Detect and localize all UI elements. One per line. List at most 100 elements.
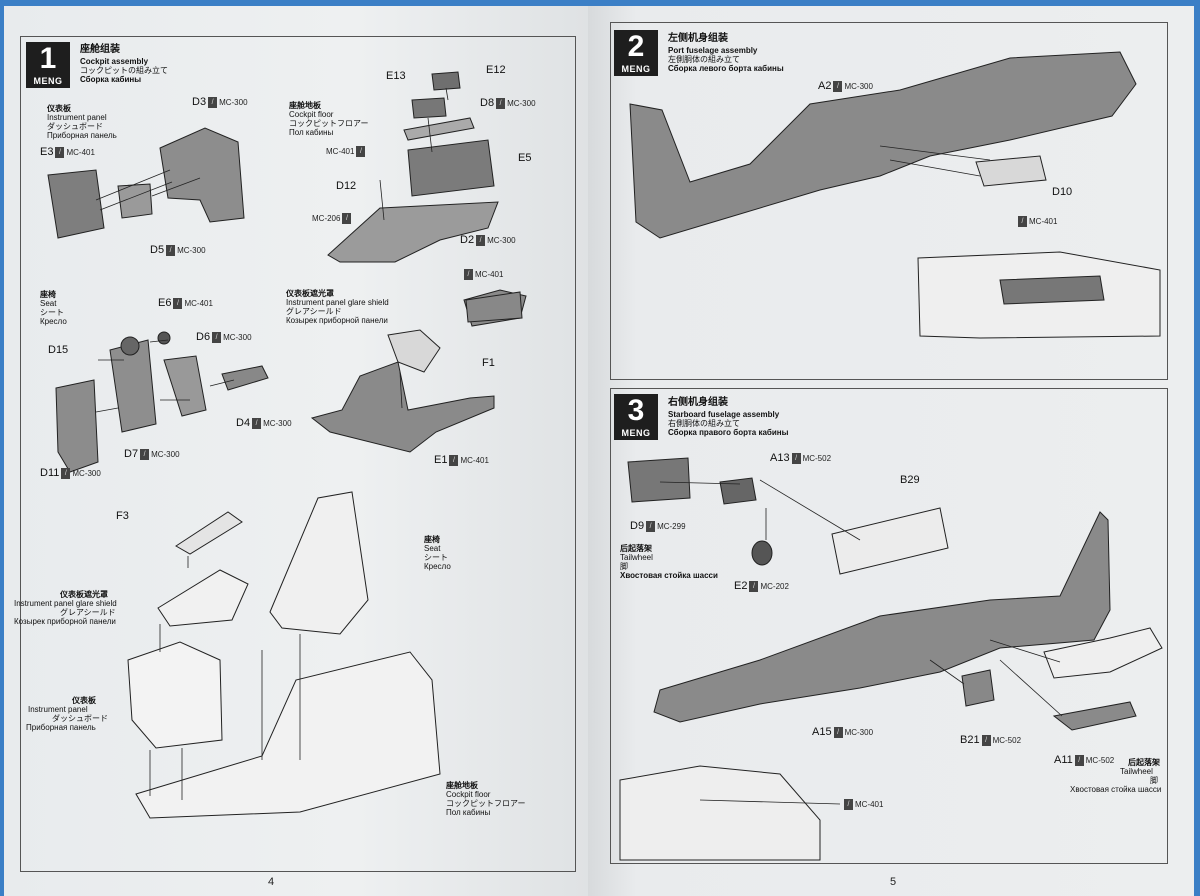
step-2-title-jp: 左側胴体の組み立て xyxy=(668,55,740,64)
meng-logo: MENG xyxy=(621,428,651,438)
step-1-title-en: Cockpit assembly xyxy=(80,57,149,66)
part-label-e5: E5 xyxy=(518,152,532,164)
tailwheel-right-jp: 脚 xyxy=(1150,776,1158,785)
cockpit-floor-large-en: Cockpit floor xyxy=(446,790,491,799)
glare-shield-large-cn: 仪表板遮光罩 xyxy=(60,590,108,599)
part-e3-drawing xyxy=(47,169,105,239)
step-1-title-ru: Сборка кабины xyxy=(80,75,142,84)
step-2-number: 2 xyxy=(627,30,645,63)
part-label-d5: D5/MC-300 xyxy=(150,244,206,256)
part-b29-drawing xyxy=(831,507,949,575)
seat-large-cn: 座椅 xyxy=(424,535,440,544)
step-1-badge: 1 MENG xyxy=(26,42,70,88)
part-e1-drawing xyxy=(310,361,495,453)
tailwheel-ru: Хвостовая стойка шасси xyxy=(620,571,718,580)
instrument-panel-ru: Приборная панель xyxy=(47,131,117,140)
part-d10-drawing xyxy=(975,155,1047,187)
seat-large-ru: Кресло xyxy=(424,562,451,571)
glare-shield-cn: 仪表板遮光罩 xyxy=(286,289,334,298)
part-label-b21: B21/MC-502 xyxy=(960,734,1022,746)
part-label-d7: D7/MC-300 xyxy=(124,448,180,460)
glare-shield-large-jp: グレアシールド xyxy=(60,608,116,617)
part-label-e13: E13 xyxy=(386,70,406,82)
part-label-mc401-floor: MC-401/ xyxy=(326,145,367,157)
seat-large-en: Seat xyxy=(424,544,441,553)
step-1-frame xyxy=(20,36,576,872)
part-label-mc401-step2: /MC-401 xyxy=(1016,215,1057,227)
page-number-left: 4 xyxy=(268,876,275,888)
step-2-title-cn: 左侧机身组装 xyxy=(668,33,728,44)
instrument-panel-jp: ダッシュボード xyxy=(47,122,103,131)
part-label-e6: E6/MC-401 xyxy=(158,297,213,309)
tailwheel-jp: 脚 xyxy=(620,562,628,571)
part-d4-drawing xyxy=(221,365,269,391)
instrument-panel-cn: 仪表板 xyxy=(47,104,71,113)
step-1-title-cn: 座舱组装 xyxy=(80,44,120,55)
seat-ru: Кресло xyxy=(40,317,67,326)
instrument-panel-en: Instrument panel xyxy=(47,113,107,122)
part-label-d3: D3/MC-300 xyxy=(192,96,248,108)
part-label-e1: E1/MC-401 xyxy=(434,454,489,466)
step-3-title-cn: 右侧机身组装 xyxy=(668,397,728,408)
step-3-badge: 3 MENG xyxy=(614,394,658,440)
part-label-a2: A2/MC-300 xyxy=(818,80,873,92)
part-label-b29: B29 xyxy=(900,474,920,486)
part-f3-drawing xyxy=(175,511,243,555)
part-label-d12: D12 xyxy=(336,180,357,192)
cockpit-floor-cn: 座舱地板 xyxy=(289,101,321,110)
part-d3-drawing xyxy=(159,127,245,223)
instrument-panel-large-jp: ダッシュボード xyxy=(52,714,108,723)
part-label-a13: A13/MC-502 xyxy=(770,452,832,464)
part-label-mc401-step3: /MC-401 xyxy=(842,798,883,810)
instrument-panel-large-cn: 仪表板 xyxy=(72,696,96,705)
tailwheel-right-cn: 后起落架 xyxy=(1128,758,1160,767)
glare-shield-large-ru: Козырек приборной панели xyxy=(14,617,116,626)
step-2-frame xyxy=(610,22,1168,380)
step-2-badge: 2 MENG xyxy=(614,30,658,76)
tailwheel-en: Tailwheel xyxy=(620,553,653,562)
starboard-fuselage-drawing xyxy=(653,511,1111,723)
part-label-a11: A11/MC-502 xyxy=(1054,754,1115,766)
step-3-title-en: Starboard fuselage assembly xyxy=(668,410,780,419)
step-3-number: 3 xyxy=(627,394,645,427)
cockpit-floor-small-drawing xyxy=(327,201,499,263)
cockpit-floor-en: Cockpit floor xyxy=(289,110,334,119)
part-label-a15: A15/MC-300 xyxy=(812,726,874,738)
cockpit-floor-jp: コックピットフロアー xyxy=(289,119,369,128)
port-fuselage-drawing xyxy=(629,51,1137,239)
step-3-title-jp: 右側胴体の組み立て xyxy=(668,419,740,428)
part-label-mc206: MC-206/ xyxy=(312,212,353,224)
step-3-title-ru: Сборка правого борта кабины xyxy=(668,428,789,437)
part-label-e2: E2/MC-202 xyxy=(734,580,789,592)
glare-shield-jp: グレアシールド xyxy=(286,307,342,316)
part-label-d8: D8/MC-300 xyxy=(480,97,536,109)
seat-drawing xyxy=(269,491,369,635)
cockpit-floor-large-ru: Пол кабины xyxy=(446,808,491,817)
seat-en: Seat xyxy=(40,299,57,308)
step-2-title-ru: Сборка левого борта кабины xyxy=(668,64,784,73)
part-label-d11: D11/MC-300 xyxy=(40,467,101,479)
glare-shield-ru: Козырек приборной панели xyxy=(286,316,388,325)
tailwheel-cn: 后起落架 xyxy=(620,544,652,553)
glare-shield-en: Instrument panel glare shield xyxy=(286,298,389,307)
step-3-frame xyxy=(610,388,1168,864)
part-label-d15: D15 xyxy=(48,344,69,356)
step-2-title-en: Port fuselage assembly xyxy=(668,46,758,55)
instrument-panel-large-en: Instrument panel xyxy=(28,705,88,714)
cockpit-floor-large-jp: コックピットフロアー xyxy=(446,799,526,808)
seat-large-jp: シート xyxy=(424,553,448,562)
cockpit-floor-drawing xyxy=(135,651,441,819)
part-label-d6: D6/MC-300 xyxy=(196,331,252,343)
part-d9-drawing xyxy=(627,457,691,503)
part-label-f3: F3 xyxy=(116,510,129,522)
seat-jp: シート xyxy=(40,308,64,317)
tailwheel-detail-drawing xyxy=(619,765,821,861)
seat-cn: 座椅 xyxy=(40,290,56,299)
meng-logo: MENG xyxy=(621,64,651,74)
part-label-d2: D2/MC-300 xyxy=(460,234,516,246)
part-label-mc401-glare: /MC-401 xyxy=(462,268,503,280)
part-label-d9: D9/MC-299 xyxy=(630,520,686,532)
meng-logo: MENG xyxy=(33,76,63,86)
instrument-panel-large-ru: Приборная панель xyxy=(26,723,96,732)
